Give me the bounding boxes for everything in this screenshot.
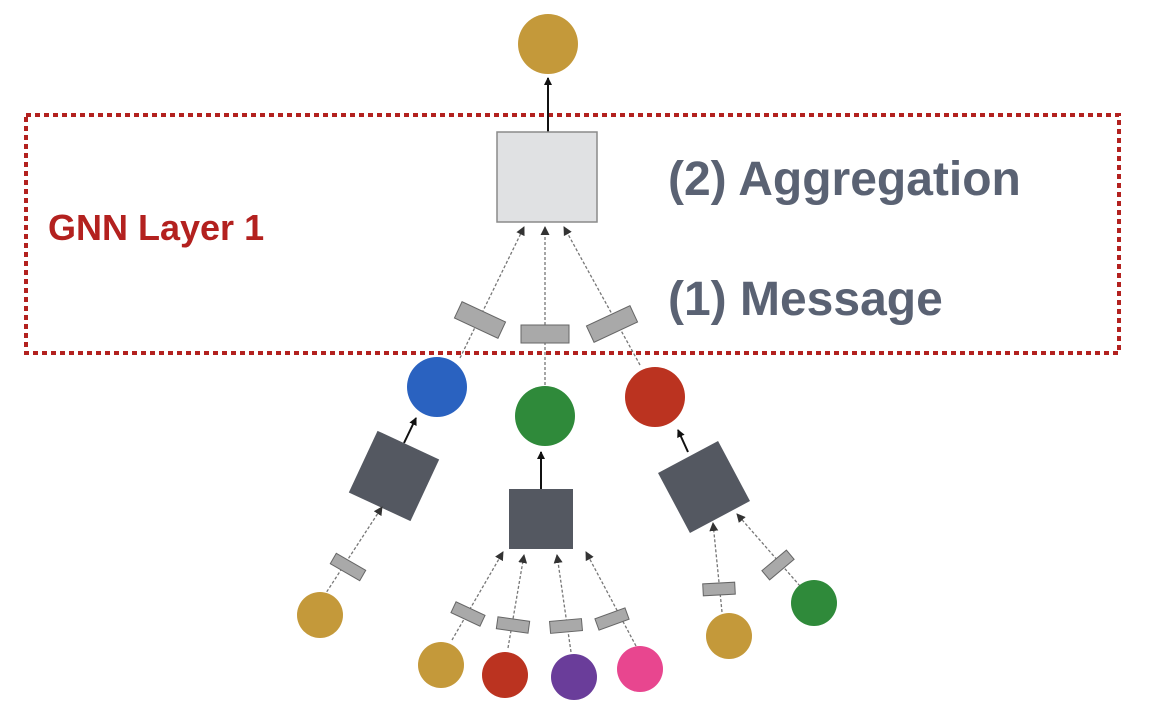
neighbor-aggregator: [658, 441, 750, 533]
leaf-node: [791, 580, 837, 626]
message-edge: [563, 226, 641, 366]
message-edge: [585, 551, 637, 647]
message-box: [450, 601, 486, 627]
leaf-node: [551, 654, 597, 700]
neighbor-node-red: [625, 367, 685, 427]
leaf-node: [482, 652, 528, 698]
leaf-node: [418, 642, 464, 688]
message-edge: [736, 513, 801, 587]
message-edge: [459, 226, 525, 359]
aggregation-box: [496, 131, 598, 223]
layer-label: GNN Layer 1: [48, 207, 265, 248]
output-arrow: [403, 417, 417, 444]
message-box: [585, 305, 639, 343]
message-edge: [709, 522, 723, 613]
leaf-node: [617, 646, 663, 692]
output-arrow: [677, 429, 689, 453]
message-box: [329, 552, 367, 582]
message-box: [548, 618, 584, 634]
message-edge: [553, 554, 572, 653]
message-edge: [323, 506, 383, 597]
neighbor-node-blue: [407, 357, 467, 417]
neighbor-aggregator: [509, 489, 573, 549]
message-box: [453, 301, 507, 339]
message-edge: [451, 551, 504, 641]
leaf-node: [297, 592, 343, 638]
message-box: [702, 581, 736, 597]
target-node: [518, 14, 578, 74]
leaf-node: [706, 613, 752, 659]
message-box: [594, 607, 630, 631]
message-label: (1) Message: [668, 273, 943, 326]
neighbor-node-green: [515, 386, 575, 446]
layer-frame: [24, 113, 1121, 355]
message-edge: [507, 554, 528, 649]
neighbor-aggregator: [348, 430, 440, 522]
message-box: [495, 616, 531, 634]
message-box: [761, 549, 795, 581]
message-box: [520, 324, 570, 344]
aggregation-label: (2) Aggregation: [668, 153, 1021, 206]
